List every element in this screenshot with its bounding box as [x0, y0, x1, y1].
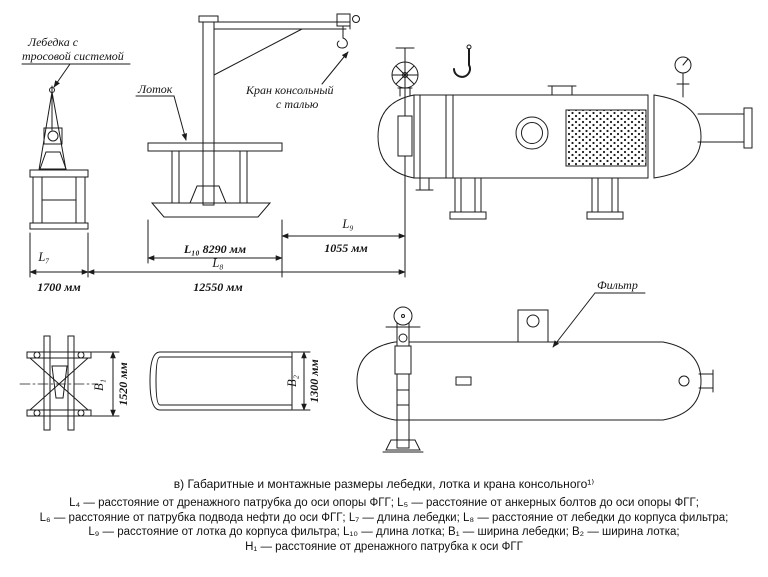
- dim-b2-symbol: B₂: [285, 374, 299, 387]
- dim-l7-value: 1700 мм: [37, 280, 80, 294]
- dim-b2-value: 1300 мм: [307, 359, 321, 402]
- legend-line-2: L₆ — расстояние от патрубка подвода нефт…: [39, 511, 729, 524]
- caption-block: в) Габаритные и монтажные размеры лебедк…: [0, 477, 768, 554]
- filter-elevation-view: [377, 44, 753, 220]
- winch-front-view: [21, 63, 131, 230]
- winch-label-line1: Лебедка с: [27, 35, 79, 49]
- figure-caption: в) Габаритные и монтажные размеры лебедк…: [173, 477, 595, 491]
- dim-l8-symbol: L₈: [211, 256, 223, 270]
- dim-l9-value: 1055 мм: [324, 241, 367, 255]
- dim-b1-value: 1520 мм: [116, 362, 130, 405]
- crane-label-line2: с талью: [276, 97, 319, 111]
- tray-plan-view: [149, 351, 293, 411]
- crane-label-line1: Кран консольный: [245, 83, 334, 97]
- tray-elevation-view: [135, 95, 283, 218]
- legend-line-4: H₁ — расстояние от дренажного патрубка к…: [245, 540, 523, 553]
- dim-b1-symbol: B₁: [92, 379, 106, 391]
- dim-l8-value: 12550 мм: [193, 280, 242, 294]
- filter-side-view: [356, 292, 714, 453]
- dim-l7-symbol: L₇: [37, 250, 49, 264]
- winch-label-line2: тросовой системой: [22, 49, 124, 63]
- legend-line-3: L₉ — расстояние от лотка до корпуса филь…: [88, 526, 680, 539]
- console-crane: [198, 13, 360, 206]
- dimension-b1: [91, 351, 120, 417]
- winch-plan-view: [19, 335, 99, 431]
- legend-line-1: L₄ — расстояние от дренажного патрубка д…: [69, 497, 699, 509]
- dimension-b2: [292, 351, 311, 411]
- dim-l10-label: L₁₀ 8290 мм: [183, 242, 246, 256]
- filter-label: Фильтр: [597, 278, 638, 292]
- technical-drawing: Лебедка с тросовой системой Лоток Кран к…: [19, 13, 753, 453]
- figure-legend: L₄ — расстояние от дренажного патрубка д…: [0, 496, 768, 554]
- dim-l9-symbol: L₉: [341, 217, 353, 231]
- tray-label: Лоток: [137, 82, 173, 96]
